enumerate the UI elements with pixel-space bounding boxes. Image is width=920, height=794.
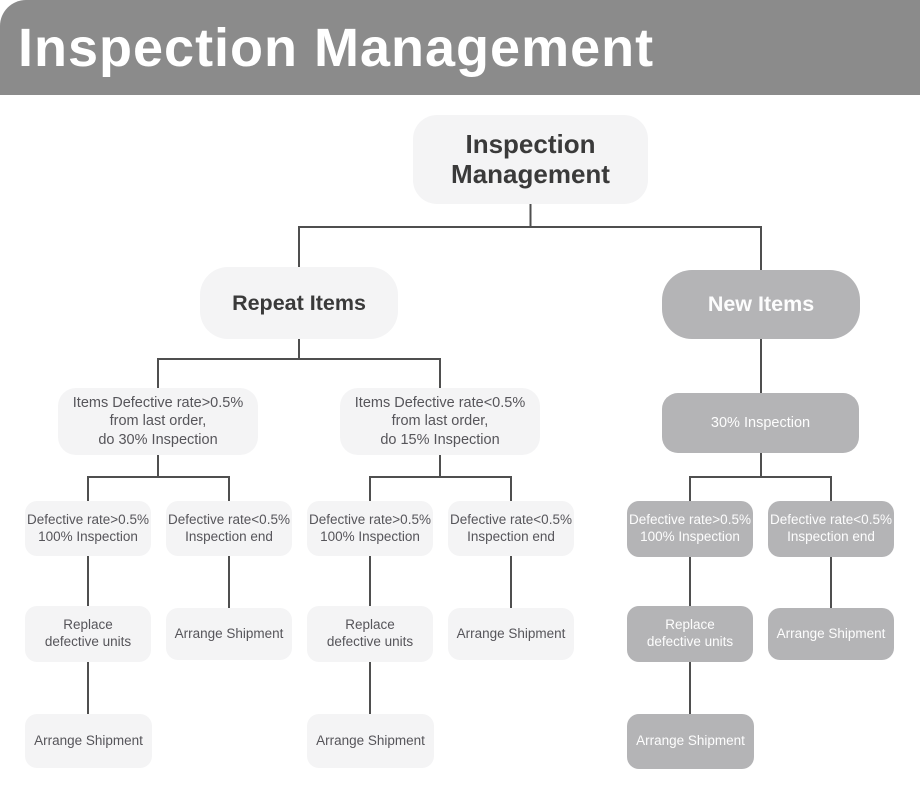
node-r1-replace-units: Replace defective units xyxy=(25,606,151,662)
node-r1-100pct-inspection: Defective rate>0.5% 100% Inspection xyxy=(25,501,151,556)
node-repeat-items: Repeat Items xyxy=(200,267,398,339)
page-title: Inspection Management xyxy=(18,17,655,78)
node-new-final-shipment: Arrange Shipment xyxy=(627,714,754,769)
header-banner: Inspection Management xyxy=(0,0,920,95)
node-r2-100pct-inspection: Defective rate>0.5% 100% Inspection xyxy=(307,501,433,556)
node-new-items: New Items xyxy=(662,270,860,339)
node-r1-arrange-shipment: Arrange Shipment xyxy=(166,608,292,660)
node-new-100pct-inspection: Defective rate>0.5% 100% Inspection xyxy=(627,501,753,557)
node-repeat-defect-high: Items Defective rate>0.5% from last orde… xyxy=(58,388,258,455)
node-r2-arrange-shipment: Arrange Shipment xyxy=(448,608,574,660)
node-r2-inspection-end: Defective rate<0.5% Inspection end xyxy=(448,501,574,556)
node-new-arrange-shipment: Arrange Shipment xyxy=(768,608,894,660)
node-r1-inspection-end: Defective rate<0.5% Inspection end xyxy=(166,501,292,556)
node-inspection-management: Inspection Management xyxy=(413,115,648,204)
node-r2-replace-units: Replace defective units xyxy=(307,606,433,662)
node-30pct-inspection: 30% Inspection xyxy=(662,393,859,453)
node-r1-final-shipment: Arrange Shipment xyxy=(25,714,152,768)
node-new-inspection-end: Defective rate<0.5% Inspection end xyxy=(768,501,894,557)
node-repeat-defect-low: Items Defective rate<0.5% from last orde… xyxy=(340,388,540,455)
node-new-replace-units: Replace defective units xyxy=(627,606,753,662)
node-r2-final-shipment: Arrange Shipment xyxy=(307,714,434,768)
